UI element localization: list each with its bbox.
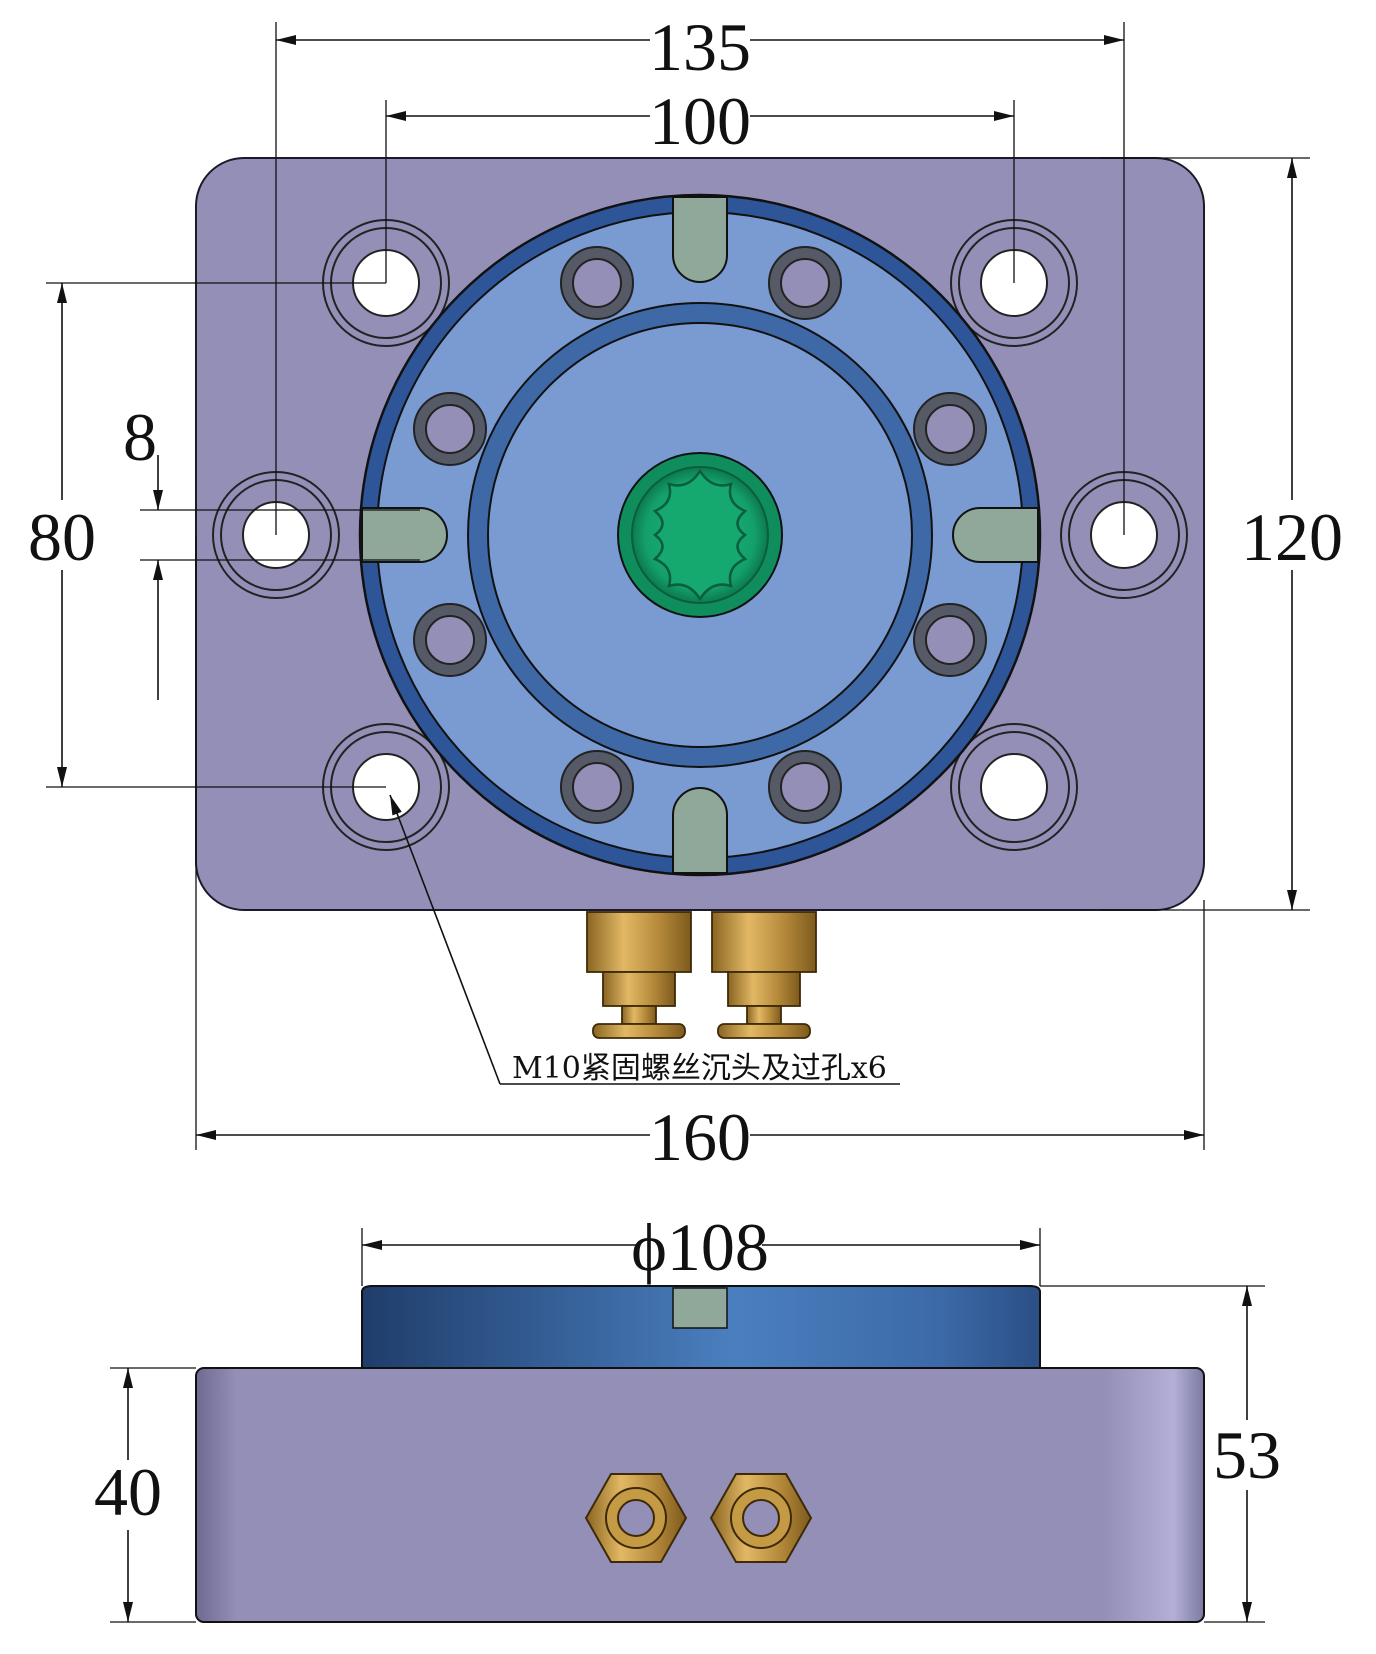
dim-label-53: 53: [1213, 1417, 1281, 1493]
brass-fitting: [586, 911, 692, 1039]
flange-bolt-holes: [413, 246, 987, 824]
dim-label-40: 40: [94, 1454, 162, 1530]
dim-8: 8: [123, 399, 420, 700]
brass-fittings-top: [586, 911, 817, 1039]
dim-160: 160: [195, 535, 1205, 1175]
key-slot-top: [672, 196, 728, 283]
hex-fitting: [584, 1473, 688, 1563]
dim-label-80: 80: [28, 499, 96, 575]
top-view: 135 100 80 8: [28, 9, 1343, 1175]
key-slot-left: [361, 507, 448, 563]
side-key-slot: [672, 1287, 728, 1329]
flange-bolt-hole: [913, 603, 987, 677]
center-hub: [617, 452, 783, 618]
dim-label-120: 120: [1241, 499, 1343, 575]
dim-53: 53: [1040, 1285, 1281, 1623]
key-slot-right: [952, 507, 1039, 563]
side-base: [195, 1367, 1205, 1623]
dim-135: 135: [275, 9, 1125, 535]
mounting-hole: [950, 723, 1078, 851]
key-slot-bottom: [672, 787, 728, 874]
callout-text: M10紧固螺丝沉头及过孔x6: [512, 1051, 887, 1086]
brass-fitting: [711, 911, 817, 1039]
flange-bolt-hole: [913, 392, 987, 466]
flange-bolt-hole: [413, 603, 487, 677]
flange-bolt-hole: [560, 750, 634, 824]
dim-108: ϕ108: [361, 1209, 1041, 1286]
flange-bolt-hole: [560, 246, 634, 320]
flange-bolt-hole: [768, 246, 842, 320]
dim-80: 80: [28, 282, 386, 788]
key-slots: [361, 196, 1039, 874]
side-fittings: [584, 1473, 813, 1563]
flange-bolt-hole: [768, 750, 842, 824]
callout: M10紧固螺丝沉头及过孔x6: [389, 794, 900, 1086]
dim-100: 100: [385, 83, 1015, 283]
side-view: ϕ108 40 53: [94, 1209, 1281, 1623]
hex-fitting: [709, 1473, 813, 1563]
dim-label-100: 100: [649, 83, 751, 159]
dim-label-160: 160: [649, 1099, 751, 1175]
dim-120: 120: [1100, 157, 1343, 911]
dim-label-108: ϕ108: [631, 1209, 769, 1285]
flange-bolt-hole: [413, 392, 487, 466]
dim-label-135: 135: [649, 9, 751, 85]
dim-40: 40: [94, 1367, 196, 1623]
flange: [358, 193, 1042, 877]
dim-label-8: 8: [123, 399, 157, 475]
